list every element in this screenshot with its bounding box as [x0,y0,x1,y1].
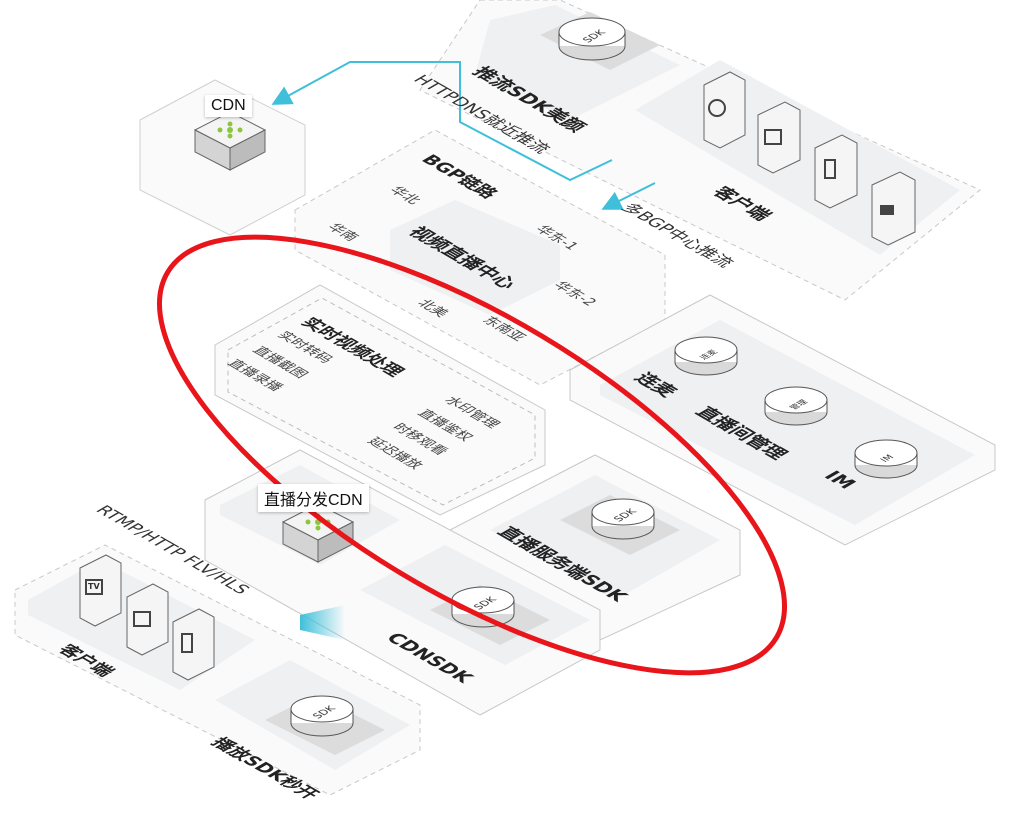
client-devices-top [703,71,916,246]
push-sdk-disk [540,12,660,70]
distribution-beam [300,605,345,640]
highlight-ellipse [157,234,787,676]
tablet-device-icon [814,134,858,209]
camera-device-icon [871,171,916,246]
cdn-node-zone [139,79,306,236]
monitor-device-icon [757,101,801,174]
tv-device-icon [79,554,122,627]
tablet-device-icon [172,608,215,681]
network-node-icon [217,121,243,139]
lianmai-disk [674,336,738,376]
client-devices-bottom [79,554,215,681]
monitor-device-icon [126,583,169,656]
cdn-label: CDN [205,95,252,117]
im-disk [854,439,918,479]
server-sdk-disk [591,498,655,540]
room-mgmt-disk [764,386,828,426]
media-device-icon [703,71,746,149]
processing-zone [214,284,546,516]
multi-bgp-arrow [601,182,656,210]
player-sdk-disk [265,695,385,755]
httpdns-arrow [271,61,613,182]
dist-cdn-label: 直播分发CDN [258,484,369,512]
tv-text: TV [88,582,100,591]
